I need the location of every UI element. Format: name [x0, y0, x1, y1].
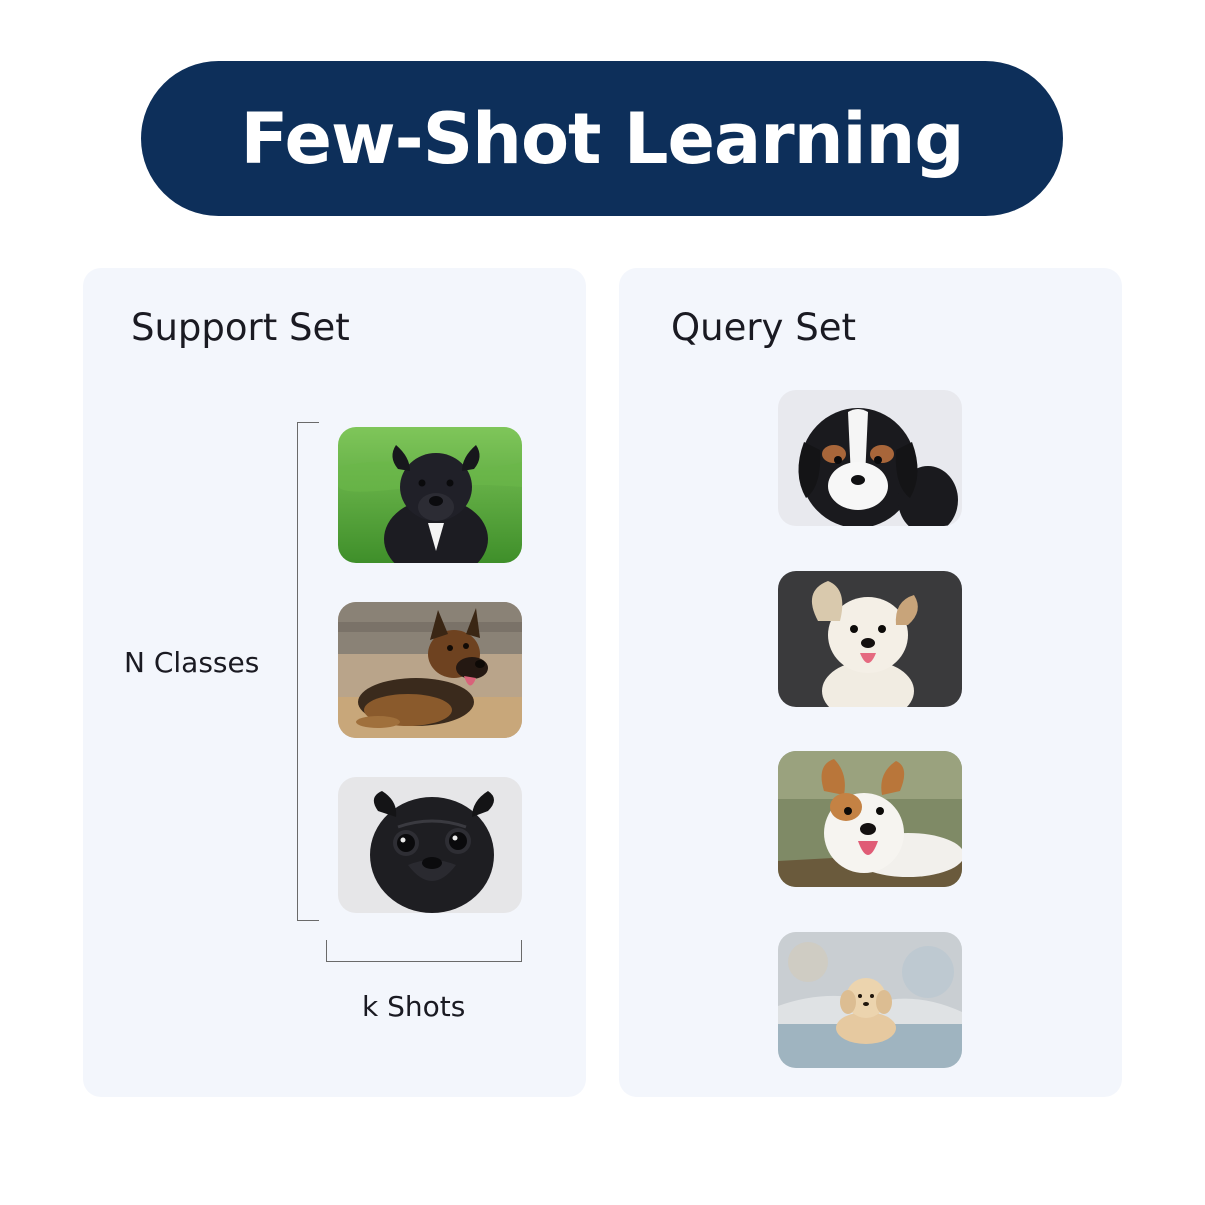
n-classes-bracket [297, 422, 319, 921]
n-classes-label: N Classes [124, 646, 260, 679]
support-set-title: Support Set [131, 306, 350, 349]
title-banner: Few-Shot Learning [141, 61, 1063, 216]
support-image-black-puppy [338, 427, 522, 563]
k-shots-bracket [326, 940, 522, 962]
query-image-bernese-puppy [778, 390, 962, 526]
query-image-cream-poodle [778, 932, 962, 1068]
k-shots-label: k Shots [362, 990, 466, 1023]
query-image-white-brown-dog [778, 751, 962, 887]
page-title: Few-Shot Learning [240, 97, 965, 180]
support-image-german-shepherd [338, 602, 522, 738]
support-image-black-pug [338, 777, 522, 913]
query-image-white-fluffy-dog [778, 571, 962, 707]
query-set-title: Query Set [671, 306, 856, 349]
